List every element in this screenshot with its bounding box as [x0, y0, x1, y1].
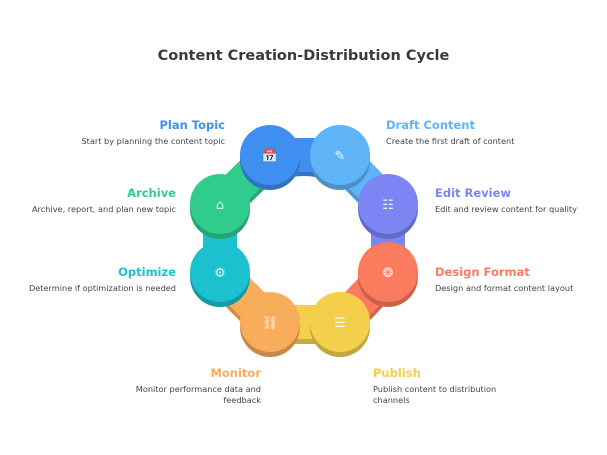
step-title: Plan Topic — [159, 118, 225, 132]
calendar-icon: 📅 — [262, 148, 278, 164]
step-title: Optimize — [118, 265, 176, 279]
step-node — [358, 174, 418, 234]
step-archive: Archive Archive, report, and plan new to… — [0, 186, 176, 215]
step-node — [310, 292, 370, 352]
step-node — [190, 174, 250, 234]
step-title: Design Format — [435, 265, 530, 279]
comment-review-icon: ☷ — [382, 198, 394, 213]
step-monitor: Monitor Monitor performance data and fee… — [121, 366, 261, 406]
step-title: Archive — [127, 186, 176, 200]
step-edit-review: Edit Review Edit and review content for … — [435, 186, 605, 215]
step-node — [310, 125, 370, 185]
step-optimize: Optimize Determine if optimization is ne… — [6, 265, 176, 294]
design-stand-icon: ❂ — [383, 266, 394, 281]
gears-icon: ⚙ — [214, 266, 226, 281]
step-node — [358, 242, 418, 302]
step-plan-topic: Plan Topic Start by planning the content… — [25, 118, 225, 147]
step-description: Edit and review content for quality — [435, 204, 577, 214]
step-draft-content: Draft Content Create the first draft of … — [386, 118, 586, 147]
step-title: Monitor — [210, 366, 261, 380]
step-description: Design and format content layout — [435, 283, 574, 293]
step-description: Publish content to distribution channels — [373, 384, 497, 405]
archive-box-icon: ⌂ — [216, 198, 224, 213]
step-description: Determine if optimization is needed — [28, 283, 176, 293]
step-description: Monitor performance data and feedback — [135, 384, 261, 405]
ring-center — [242, 176, 366, 300]
step-node — [240, 292, 300, 352]
step-title: Publish — [373, 366, 421, 380]
step-publish: Publish Publish content to distribution … — [373, 366, 513, 406]
monitor-chain-icon: ⛓ — [262, 315, 279, 331]
document-edit-icon: ✎ — [335, 149, 346, 164]
step-title: Edit Review — [435, 186, 512, 200]
step-node — [240, 125, 300, 185]
step-description: Archive, report, and plan new topic — [31, 204, 176, 214]
step-title: Draft Content — [386, 118, 475, 132]
publish-stack-icon: ☰ — [334, 316, 346, 331]
step-description: Create the first draft of content — [386, 136, 515, 146]
diagram-title: Content Creation-Distribution Cycle — [157, 48, 450, 64]
step-node — [190, 242, 250, 302]
step-description: Start by planning the content topic — [81, 136, 225, 146]
step-design-format: Design Format Design and format content … — [435, 265, 605, 294]
